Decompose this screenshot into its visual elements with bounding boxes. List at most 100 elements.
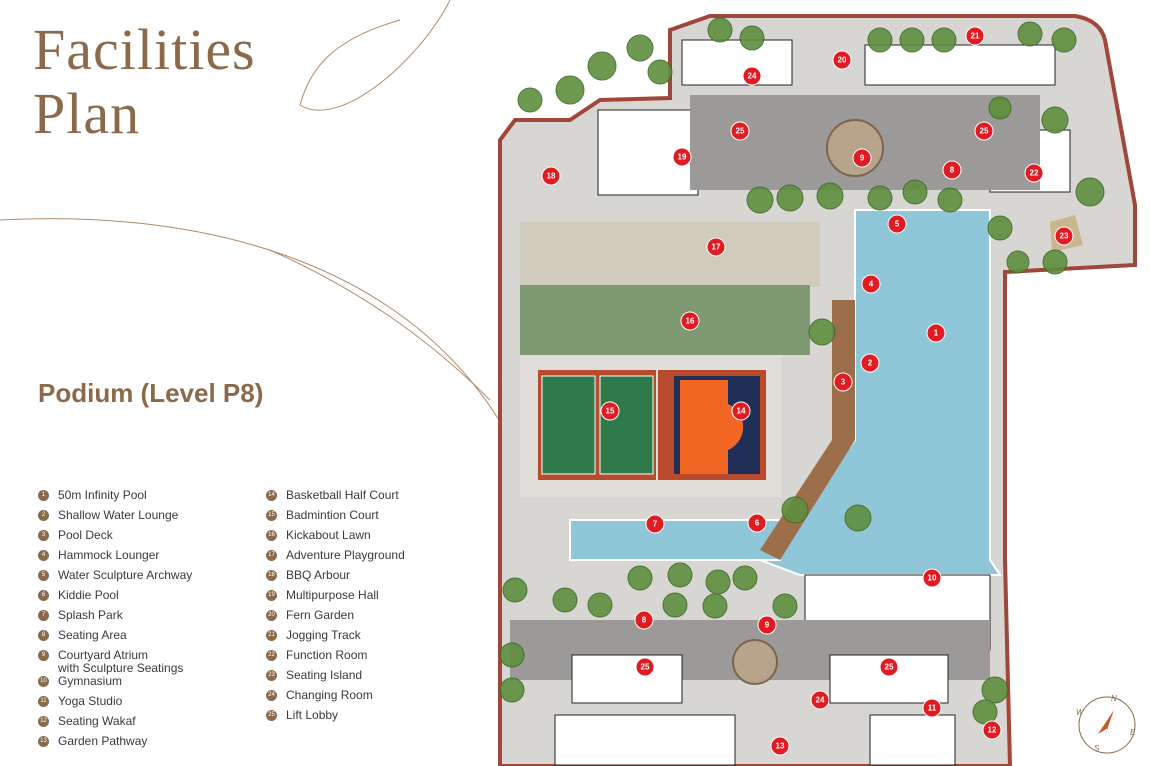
plan-marker: 25: [879, 657, 899, 677]
basketball-key: [680, 380, 744, 474]
legend-label: Jogging Track: [286, 628, 361, 642]
badminton-court-right: [599, 375, 654, 475]
legend-label: Shallow Water Lounge: [58, 508, 179, 522]
legend-item: 10 Gymnasium: [38, 675, 192, 695]
legend-number-badge: 24: [266, 690, 277, 701]
legend-item: 13 Garden Pathway: [38, 735, 192, 755]
legend-number-badge: 8: [38, 630, 49, 641]
plan-marker: 15: [600, 401, 620, 421]
compass-icon: [1078, 696, 1136, 754]
legend-number-badge: 7: [38, 610, 49, 621]
plan-marker: 25: [974, 121, 994, 141]
compass-south: S: [1094, 744, 1100, 753]
legend-label: Adventure Playground: [286, 548, 405, 562]
legend-label: Splash Park: [58, 608, 123, 622]
plan-marker: 21: [965, 26, 985, 46]
legend-number-badge: 15: [266, 510, 277, 521]
legend-label: Garden Pathway: [58, 734, 148, 748]
plan-marker: 2: [860, 353, 880, 373]
legend-label: Seating Wakaf: [58, 714, 136, 728]
legend-number-badge: 2: [38, 510, 49, 521]
adventure-playground-area: [520, 222, 820, 287]
plan-marker: 22: [1024, 163, 1044, 183]
north-building-block: [681, 39, 793, 86]
legend-number-badge: 20: [266, 610, 277, 621]
legend-number-badge: 10: [38, 676, 49, 687]
legend-label: Gymnasium: [58, 674, 123, 688]
legend-label: Pool Deck: [58, 528, 113, 542]
plan-marker: 5: [887, 214, 907, 234]
plan-marker: 3: [833, 372, 853, 392]
plan-marker: 13: [770, 736, 790, 756]
compass-north: N: [1111, 694, 1117, 703]
south-building-block: [571, 654, 683, 704]
legend-label: Water Sculpture Archway: [58, 568, 193, 582]
plan-marker: 20: [832, 50, 852, 70]
legend-label: Changing Room: [286, 688, 373, 702]
south-sculpture-atrium: [732, 639, 778, 685]
podium-level-heading: Podium (Level P8): [38, 378, 264, 408]
south-building-block: [869, 714, 956, 766]
legend-label: Yoga Studio: [58, 694, 123, 708]
title-line-1: Facilities: [33, 17, 256, 82]
legend-number-badge: 22: [266, 650, 277, 661]
site-plan: [498, 14, 1137, 766]
legend-item: 17 Adventure Playground: [266, 549, 405, 569]
legend-number-badge: 21: [266, 630, 277, 641]
legend-number-badge: 19: [266, 590, 277, 601]
plan-marker: 25: [635, 657, 655, 677]
legend-item: 21 Jogging Track: [266, 629, 405, 649]
legend-number-badge: 14: [266, 490, 277, 501]
plan-marker: 14: [731, 401, 751, 421]
plan-marker: 19: [672, 147, 692, 167]
legend-label: Function Room: [286, 648, 368, 662]
plan-marker: 1: [926, 323, 946, 343]
plan-marker: 25: [730, 121, 750, 141]
legend-number-badge: 4: [38, 550, 49, 561]
legend-number-badge: 13: [38, 736, 49, 747]
legend-number-badge: 16: [266, 530, 277, 541]
legend-number-badge: 9: [38, 650, 49, 661]
plan-marker: 18: [541, 166, 561, 186]
trees: [499, 17, 1105, 725]
legend-item: 24 Changing Room: [266, 689, 405, 709]
legend-number-badge: 12: [38, 716, 49, 727]
plan-marker: 6: [747, 513, 767, 533]
plan-marker: 8: [634, 610, 654, 630]
plan-marker: 9: [852, 148, 872, 168]
legend-number-badge: 11: [38, 696, 49, 707]
legend-number-badge: 6: [38, 590, 49, 601]
legend-number-badge: 18: [266, 570, 277, 581]
legend-number-badge: 23: [266, 670, 277, 681]
plan-marker: 24: [742, 66, 762, 86]
legend-number-badge: 1: [38, 490, 49, 501]
plan-marker: 12: [982, 720, 1002, 740]
legend-label: Basketball Half Court: [286, 488, 399, 502]
page-title: Facilities Plan: [33, 18, 256, 146]
plan-marker: 23: [1054, 226, 1074, 246]
legend-number-badge: 25: [266, 710, 277, 721]
south-building-block: [554, 714, 736, 766]
legend-item: 15 Badmintion Court: [266, 509, 405, 529]
legend-number-badge: 17: [266, 550, 277, 561]
legend-label: Badmintion Court: [286, 508, 379, 522]
compass-east: E: [1130, 728, 1136, 737]
legend-label: Seating Area: [58, 628, 127, 642]
kiddie-pool: [569, 519, 781, 561]
badminton-court-left: [541, 375, 596, 475]
compass-west: W: [1076, 708, 1084, 717]
legend-item: 7 Splash Park: [38, 609, 192, 629]
legend-column-2: 14 Basketball Half Court 15 Badmintion Cour…: [266, 489, 405, 729]
legend-item: 2 Shallow Water Lounge: [38, 509, 192, 529]
title-line-2: Plan: [33, 81, 141, 146]
